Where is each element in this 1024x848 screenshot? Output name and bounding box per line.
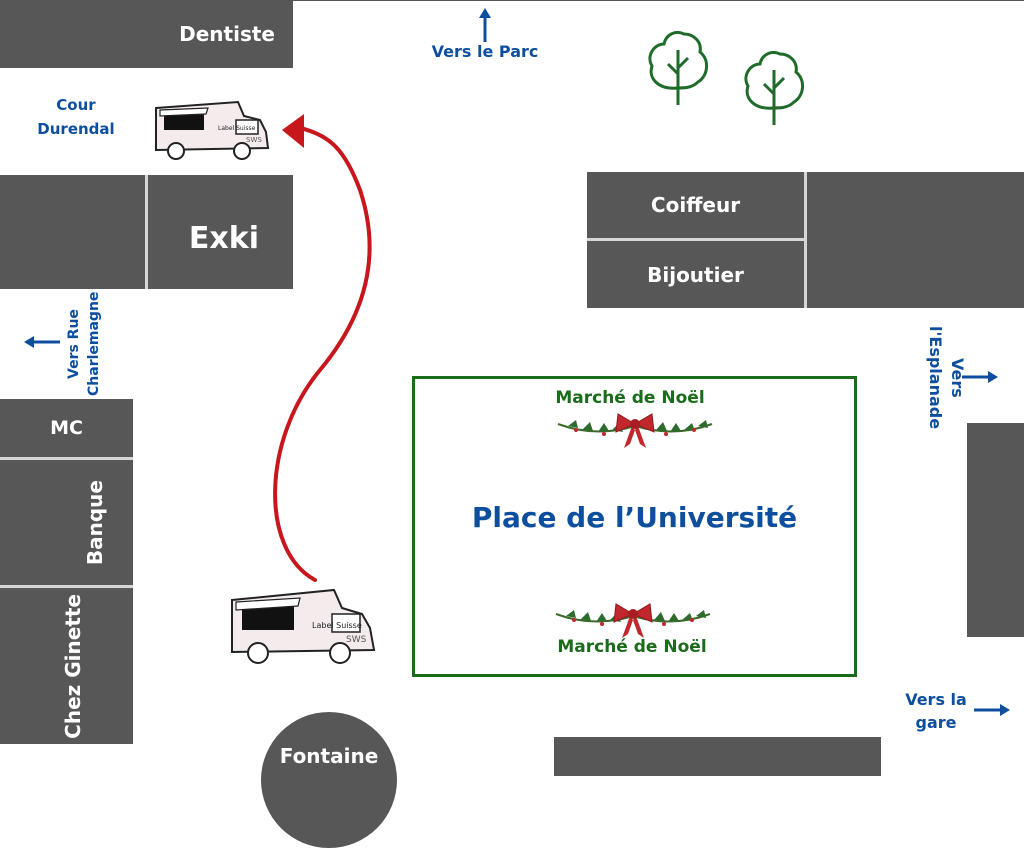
food-truck-logo: SWS — [246, 136, 262, 144]
building-dentiste-label: Dentiste — [179, 22, 275, 46]
building-mc: MC — [0, 399, 133, 457]
exki-divider — [145, 175, 148, 289]
garland-bow-icon — [555, 603, 711, 638]
place-title: Place de l’Université — [471, 501, 798, 534]
fontaine-label: Fontaine — [279, 744, 379, 768]
building-banque: Banque — [0, 460, 133, 585]
building-exki-label: Exki — [188, 220, 259, 256]
arrow-right-icon — [962, 371, 998, 383]
food-truck-label: Label Suisse — [312, 621, 362, 630]
building-mc-label: MC — [50, 417, 83, 439]
label-vers-esplanade: Vers l'Esplanade — [926, 326, 967, 430]
building-dentiste: Dentiste — [0, 0, 293, 68]
food-truck-label: Label Suisse — [218, 125, 256, 132]
tree-icon — [744, 50, 804, 125]
building-east-corner — [807, 172, 1024, 308]
label-vers-le-parc: Vers le Parc — [431, 42, 539, 61]
building-east — [967, 423, 1024, 637]
building-coiffeur-label: Coiffeur — [650, 193, 741, 217]
marche-noel-top-label: Marché de Noël — [555, 388, 705, 408]
arrow-right-icon — [974, 704, 1010, 716]
label-vers-la-gare: Vers la gare — [905, 690, 967, 732]
arrow-up-icon — [479, 8, 491, 42]
place-universite — [412, 376, 857, 677]
food-truck-logo: SWS — [346, 635, 367, 645]
food-truck-icon: Label Suisse SWS — [231, 588, 376, 664]
coiffeur-block-divider — [804, 172, 807, 308]
label-cour-durendal: Cour Durendal — [37, 96, 115, 138]
arrow-left-icon — [24, 336, 60, 348]
route-arrow-icon — [273, 114, 372, 582]
building-coiffeur: Coiffeur — [587, 172, 804, 238]
building-bijoutier: Bijoutier — [587, 241, 804, 308]
building-south — [554, 737, 881, 776]
garland-bow-icon — [557, 413, 713, 448]
banque-divider — [0, 585, 133, 588]
marche-noel-bottom-label: Marché de Noël — [557, 637, 707, 657]
coiffeur-divider — [587, 238, 804, 241]
food-truck-icon: Label Suisse SWS — [155, 100, 270, 160]
building-bijoutier-label: Bijoutier — [647, 262, 744, 287]
mc-divider — [0, 457, 133, 460]
building-chez-ginette: Chez Ginette — [0, 588, 133, 744]
map-top-border — [292, 0, 1024, 1]
tree-icon — [648, 30, 708, 105]
